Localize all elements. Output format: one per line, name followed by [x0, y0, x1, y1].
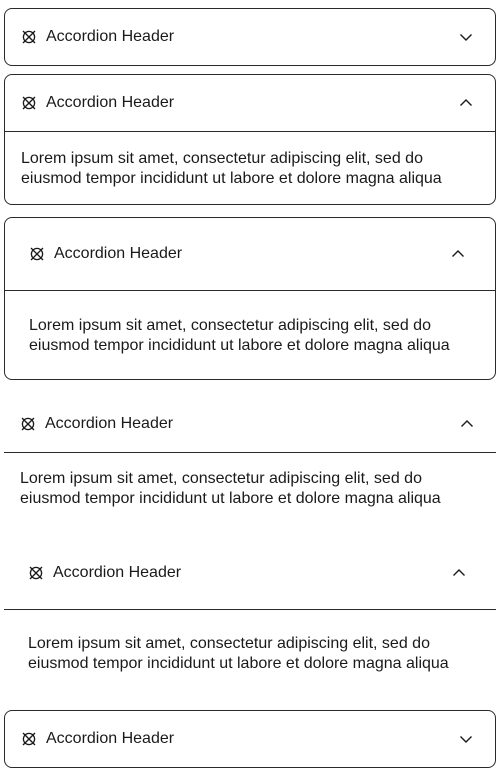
accordion-header-label: Accordion Header: [53, 564, 182, 581]
accordion-body: Lorem ipsum sit amet, consectetur adipis…: [5, 291, 495, 356]
accordion-header-label: Accordion Header: [46, 94, 175, 111]
accordion-expanded-flat-large: Accordion Header Lorem ipsum sit amet, c…: [4, 537, 496, 697]
chevron-up-icon: [459, 416, 475, 432]
accordion-body-text: Lorem ipsum sit amet, consectetur adipis…: [21, 150, 442, 187]
accordion-header[interactable]: Accordion Header: [5, 9, 495, 65]
accordion-header-label: Accordion Header: [46, 730, 175, 747]
accordion-body: Lorem ipsum sit amet, consectetur adipis…: [4, 453, 496, 509]
accordion-expanded: Accordion Header Lorem ipsum sit amet, c…: [4, 74, 496, 205]
accordion-header[interactable]: Accordion Header: [5, 75, 495, 132]
accordion-header-label: Accordion Header: [45, 415, 174, 432]
accordion-header-label: Accordion Header: [54, 245, 183, 262]
accordion-body-text: Lorem ipsum sit amet, consectetur adipis…: [28, 635, 449, 672]
accordion-collapsed: Accordion Header: [4, 8, 496, 66]
chevron-down-icon: [458, 731, 474, 747]
accordion-collapsed: Accordion Header: [4, 710, 496, 768]
chevron-up-icon: [458, 95, 474, 111]
accordion-header[interactable]: Accordion Header: [5, 711, 495, 767]
cross-circle-icon: [21, 29, 37, 45]
cross-circle-icon: [29, 246, 45, 262]
cross-circle-icon: [21, 731, 37, 747]
accordion-expanded-flat: Accordion Header Lorem ipsum sit amet, c…: [4, 396, 496, 516]
chevron-up-icon: [450, 246, 466, 262]
cross-circle-icon: [28, 565, 44, 581]
accordion-body: Lorem ipsum sit amet, consectetur adipis…: [4, 610, 496, 674]
accordion-body-text: Lorem ipsum sit amet, consectetur adipis…: [29, 317, 450, 354]
accordion-expanded-large: Accordion Header Lorem ipsum sit amet, c…: [4, 217, 496, 380]
chevron-up-icon: [451, 565, 467, 581]
chevron-down-icon: [458, 29, 474, 45]
accordion-header[interactable]: Accordion Header: [4, 537, 496, 610]
cross-circle-icon: [20, 416, 36, 432]
accordion-header-label: Accordion Header: [46, 28, 175, 45]
cross-circle-icon: [21, 95, 37, 111]
accordion-body-text: Lorem ipsum sit amet, consectetur adipis…: [20, 470, 441, 507]
accordion-header[interactable]: Accordion Header: [4, 396, 496, 453]
accordion-body: Lorem ipsum sit amet, consectetur adipis…: [5, 132, 495, 189]
accordion-header[interactable]: Accordion Header: [5, 218, 495, 291]
